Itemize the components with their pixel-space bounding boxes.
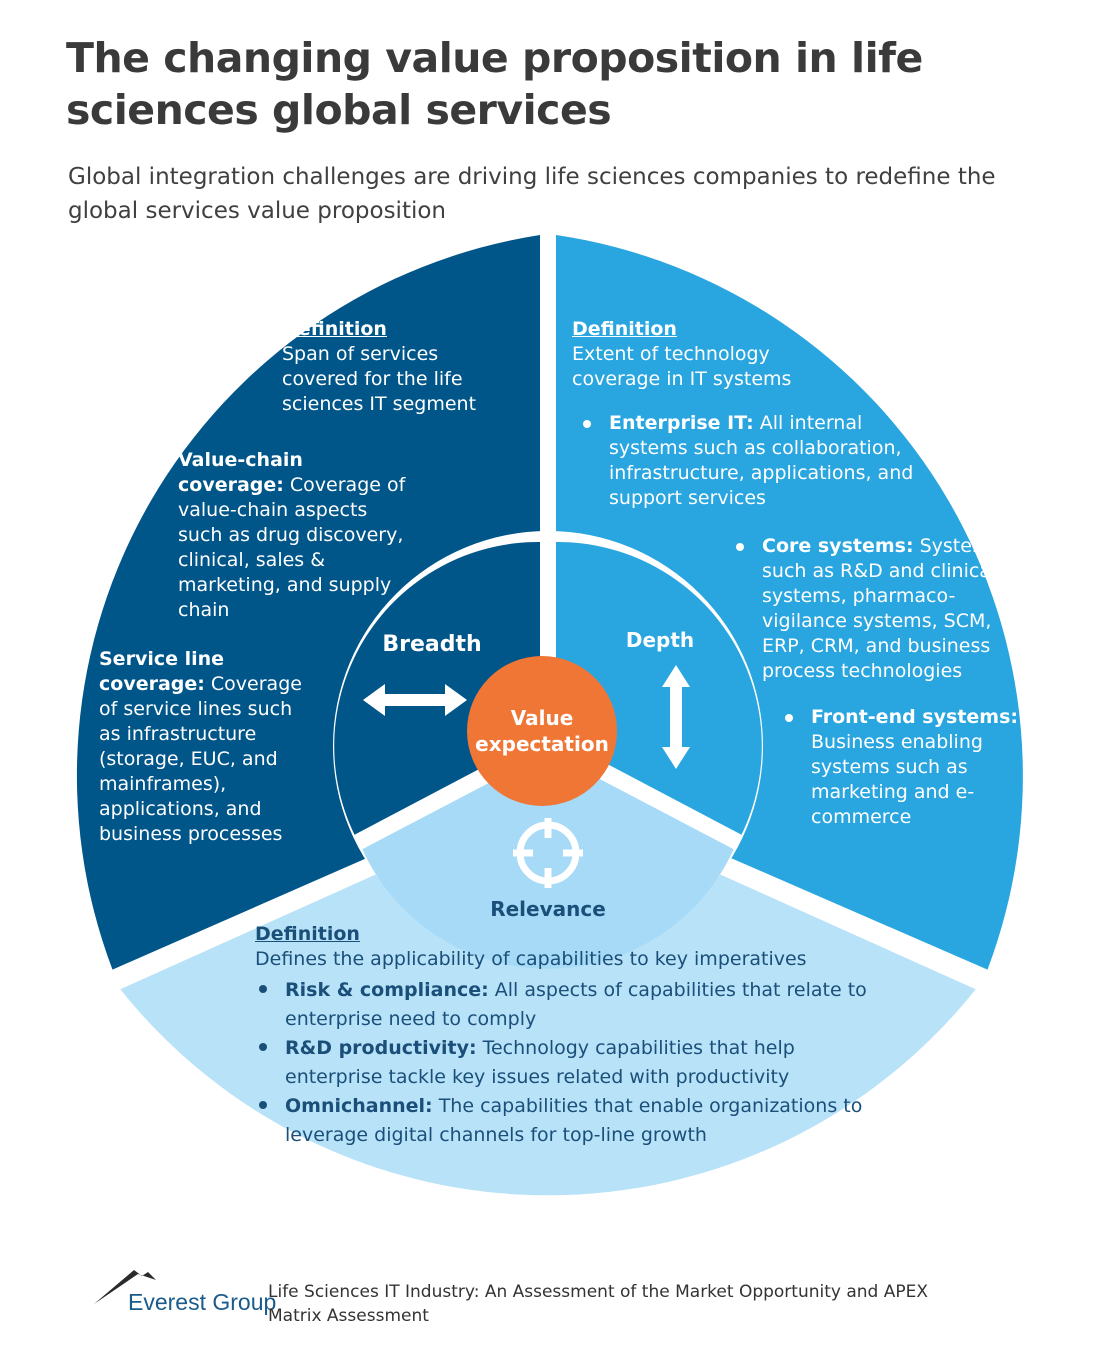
breadth-label: Breadth: [382, 632, 482, 657]
list-item: R&D productivity: Technology capabilitie…: [255, 1034, 895, 1092]
relevance-definition-text: Defines the applicability of capabilitie…: [255, 948, 807, 970]
list-item: Service line coverage: Coverage of servi…: [69, 647, 319, 847]
relevance-segment: [120, 797, 976, 1196]
page-title: The changing value proposition in life s…: [66, 34, 923, 134]
center-label-line1: Value: [510, 706, 574, 730]
breadth-bullet-1: Value-chain coverage: Coverage of value-…: [148, 448, 408, 623]
breadth-definition-text: Span of services covered for the life sc…: [282, 343, 477, 415]
list-item: Omnichannel: The capabilities that enabl…: [255, 1092, 895, 1150]
depth-bullet-3: Front-end systems: Business enabling sys…: [781, 705, 1031, 830]
source-citation: Life Sciences IT Industry: An Assessment…: [268, 1282, 929, 1326]
list-item: Core systems: Systems such as R&D and cl…: [732, 534, 1032, 684]
depth-bullet-1: Enterprise IT: All internal systems such…: [579, 411, 939, 511]
value-expectation-label: Value expectation: [467, 705, 617, 757]
page-subtitle: Global integration challenges are drivin…: [68, 164, 996, 224]
relevance-bullets: Risk & compliance: All aspects of capabi…: [255, 976, 895, 1150]
center-circle: [467, 656, 617, 806]
breadth-definition: Definition Span of services covered for …: [282, 317, 512, 417]
list-item: Value-chain coverage: Coverage of value-…: [148, 448, 408, 623]
inner-relevance: [362, 752, 734, 969]
depth-definition-text: Extent of technology coverage in IT syst…: [572, 343, 792, 390]
double-arrow-horizontal-icon: [363, 684, 467, 716]
list-item: Front-end systems: Business enabling sys…: [781, 705, 1031, 830]
breadth-definition-heading: Definition: [282, 318, 387, 340]
list-item: Enterprise IT: All internal systems such…: [579, 411, 939, 511]
double-arrow-vertical-icon: [662, 665, 690, 769]
target-crosshair-icon: [513, 818, 583, 888]
logo-text: Everest Group: [128, 1289, 277, 1315]
list-item: Risk & compliance: All aspects of capabi…: [255, 976, 895, 1034]
relevance-label: Relevance: [490, 897, 606, 921]
center-label-line2: expectation: [475, 732, 609, 756]
depth-definition: Definition Extent of technology coverage…: [572, 317, 832, 392]
relevance-definition-heading: Definition: [255, 923, 360, 945]
depth-bullet-2: Core systems: Systems such as R&D and cl…: [732, 534, 1032, 684]
depth-label: Depth: [625, 628, 695, 652]
breadth-bullet-2: Service line coverage: Coverage of servi…: [69, 647, 319, 847]
relevance-definition: Definition Defines the applicability of …: [255, 922, 895, 1150]
depth-definition-heading: Definition: [572, 318, 677, 340]
